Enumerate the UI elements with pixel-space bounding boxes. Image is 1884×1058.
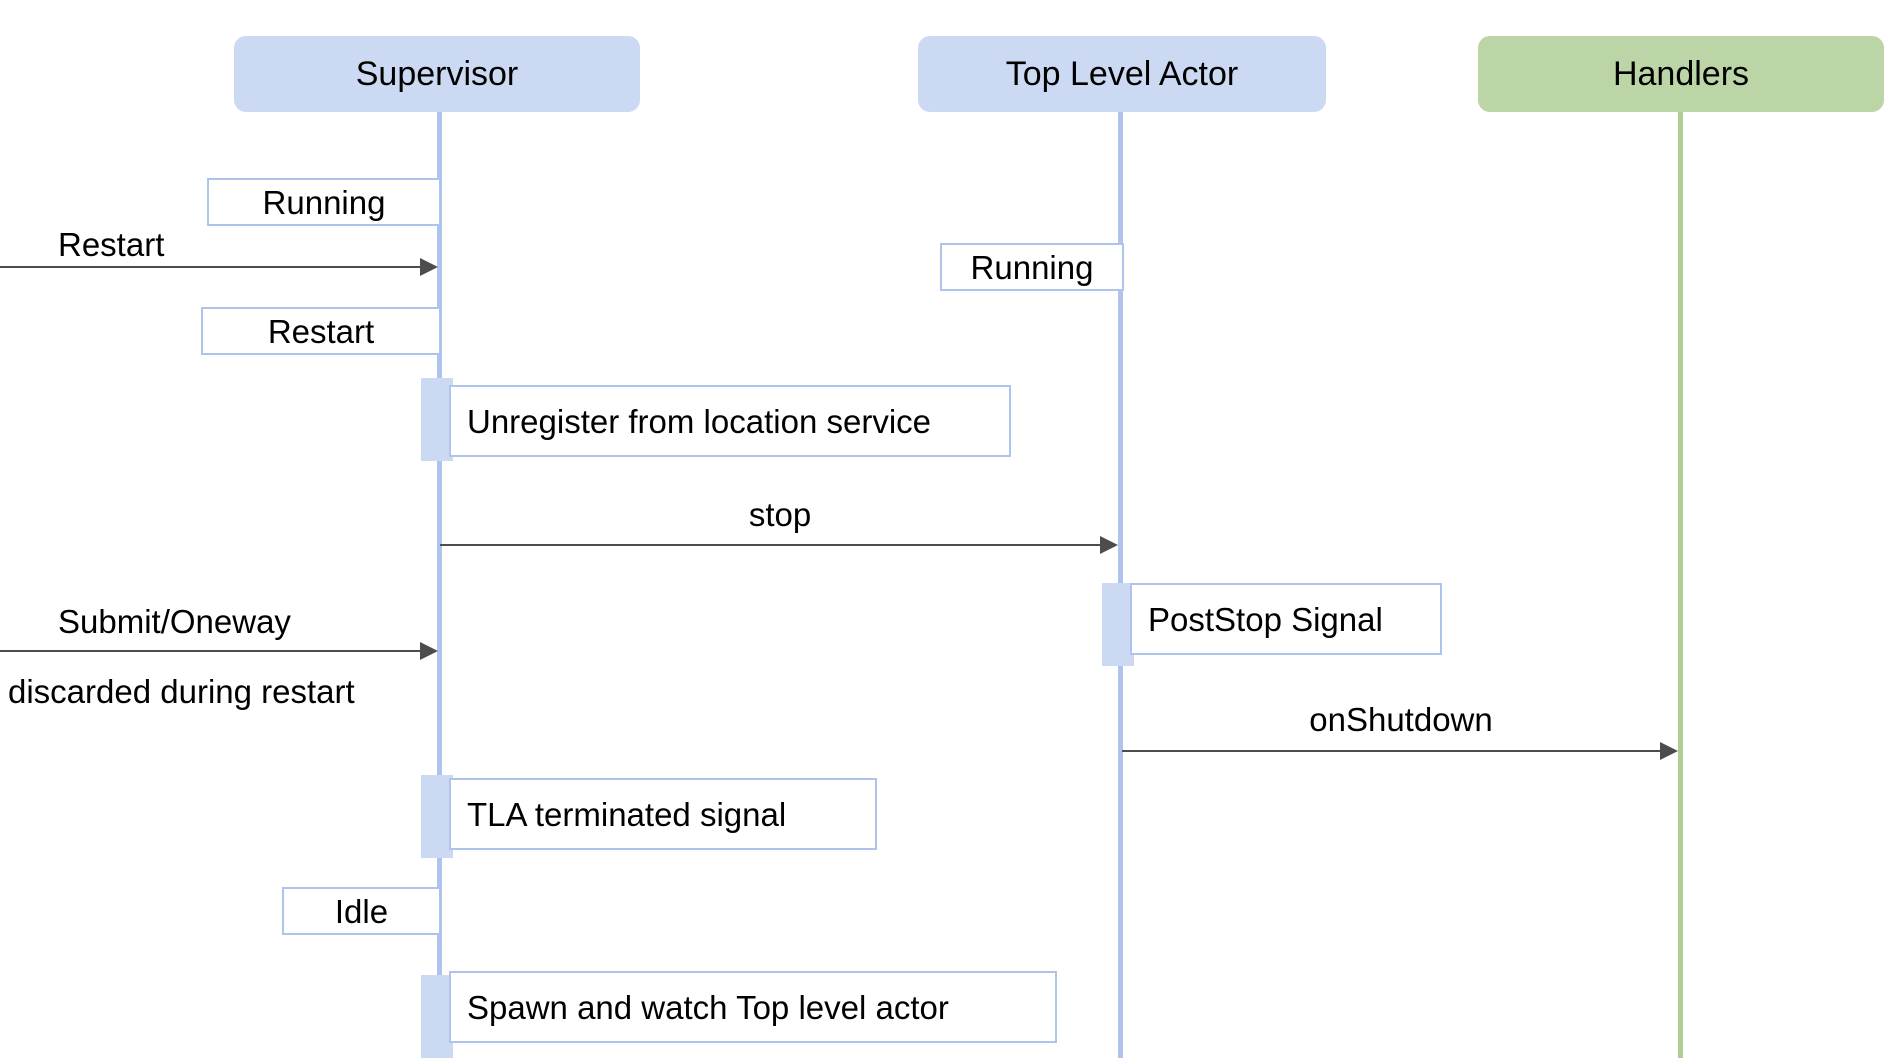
message-onshutdown-label: onShutdown: [1309, 701, 1493, 738]
message-submit-oneway-arrowhead: [420, 642, 438, 660]
lifeline-handlers: [1678, 110, 1683, 1058]
message-stop-arrowhead: [1100, 536, 1118, 554]
note-poststop-signal-label: PostStop Signal: [1148, 600, 1383, 638]
message-onshutdown-arrowhead: [1660, 742, 1678, 760]
message-submit-oneway-line: [0, 650, 422, 652]
note-idle: Idle: [282, 887, 441, 935]
message-restart-line: [0, 266, 422, 268]
message-onshutdown-line: [1122, 750, 1662, 752]
note-unregister-label: Unregister from location service: [467, 402, 931, 440]
message-stop-label: stop: [748, 496, 812, 533]
note-poststop-signal: PostStop Signal: [1130, 583, 1442, 655]
note-restart: Restart: [201, 307, 441, 355]
participant-handlers-label: Handlers: [1612, 55, 1750, 93]
participant-top-level-actor-label: Top Level Actor: [1005, 55, 1239, 93]
note-spawn-and-watch-top-level-actor: Spawn and watch Top level actor: [449, 971, 1057, 1043]
message-restart-arrowhead: [420, 258, 438, 276]
participant-supervisor[interactable]: Supervisor: [234, 36, 640, 112]
note-tla-terminated-signal: TLA terminated signal: [449, 778, 877, 850]
participant-top-level-actor[interactable]: Top Level Actor: [918, 36, 1326, 112]
note-restart-label: Restart: [267, 312, 375, 350]
note-running-top-level-actor-label: Running: [970, 248, 1094, 286]
note-spawn-label: Spawn and watch Top level actor: [467, 988, 949, 1026]
note-running-supervisor: Running: [207, 178, 441, 226]
lifeline-supervisor: [437, 110, 442, 1058]
message-submit-oneway-label: Submit/Oneway: [58, 603, 291, 640]
note-tla-terminated-signal-label: TLA terminated signal: [467, 795, 787, 833]
note-running-top-level-actor: Running: [940, 243, 1124, 291]
participant-handlers[interactable]: Handlers: [1478, 36, 1884, 112]
note-idle-label: Idle: [334, 892, 389, 930]
participant-supervisor-label: Supervisor: [355, 55, 519, 93]
message-restart-label: Restart: [58, 226, 165, 263]
note-unregister-from-location-service: Unregister from location service: [449, 385, 1011, 457]
message-submit-oneway-sublabel: discarded during restart: [8, 673, 355, 710]
message-stop-line: [440, 544, 1108, 546]
note-running-supervisor-label: Running: [262, 183, 386, 221]
